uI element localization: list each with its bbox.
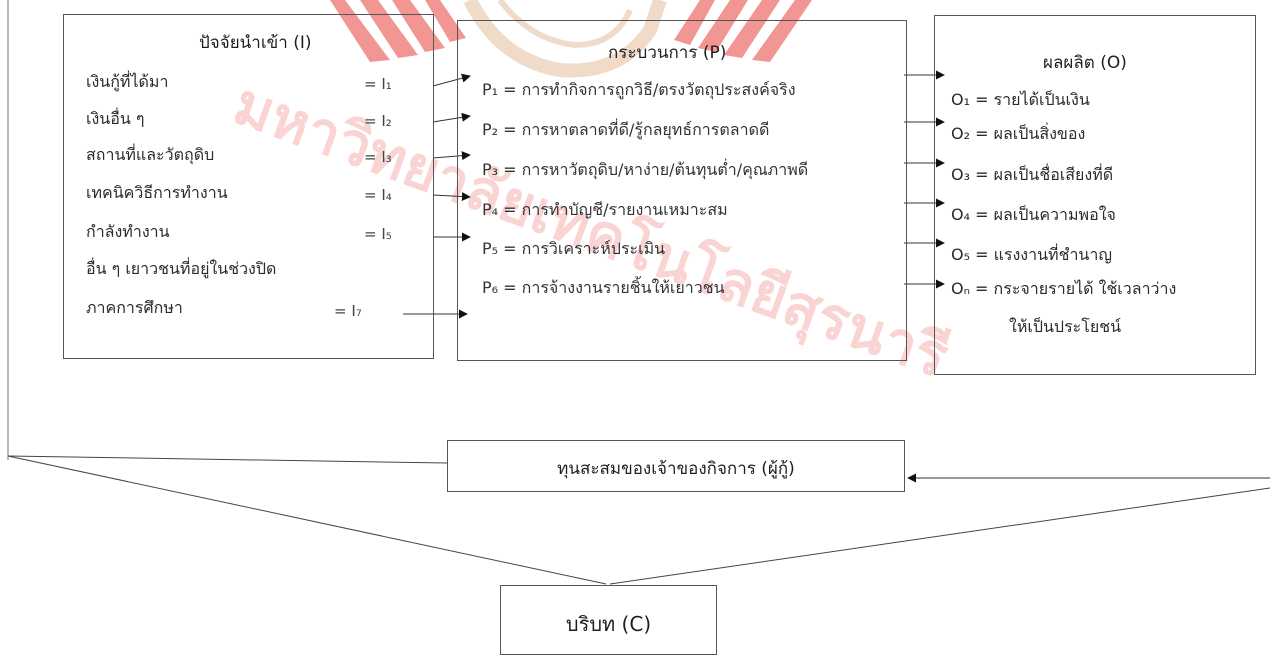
input-item-3-code: = I₃ [364, 148, 392, 166]
process-item-6: P₆ = การจ้างงานรายชิ้นให้เยาวชน [482, 276, 725, 301]
output-title: ผลผลิต (O) [1043, 53, 1127, 73]
input-box: ปัจจัยนำเข้า (I) เงินกู้ที่ได้มา = I₁ เง… [63, 14, 434, 359]
input-item-3-label: สถานที่และวัตถุดิบ [86, 145, 215, 164]
context-box: บริบท (C) [500, 585, 717, 655]
process-item-5-text: = การวิเคราะห์ประเมิน [503, 239, 666, 258]
process-item-2: P₂ = การหาตลาดที่ดี/รู้กลยุทธ์การตลาดดี [482, 118, 769, 143]
input-item-4-label: เทคนิควิธีการทำงาน [86, 183, 228, 202]
input-item-5-label: กำลังทำงาน [86, 222, 170, 241]
process-item-4-text: = การทำบัญชี/รายงานเหมาะสม [503, 200, 728, 219]
output-item-6: Oₙ = กระจายรายได้ ใช้เวลาว่าง [951, 279, 1177, 298]
input-item-1-code: = I₁ [364, 75, 392, 93]
arrow-input-2 [432, 112, 471, 123]
process-item-5-code: P₅ [482, 239, 499, 258]
process-item-6-text: = การจ้างงานรายชิ้นให้เยาวชน [503, 278, 725, 297]
funnel-left-line [7, 455, 607, 585]
input-item-7-label: ภาคการศึกษา [86, 298, 183, 317]
process-item-5: P₅ = การวิเคราะห์ประเมิน [482, 237, 665, 262]
input-item-2-code: = I₂ [364, 112, 392, 130]
context-label: บริบท (C) [565, 612, 652, 636]
input-item-4-code: = I₄ [364, 186, 392, 204]
process-item-2-text: = การหาตลาดที่ดี/รู้กลยุทธ์การตลาดดี [503, 120, 770, 139]
process-item-6-code: P₆ [482, 278, 499, 297]
output-item-2: O₂ = ผลเป็นสิ่งของ [951, 124, 1086, 143]
output-item-1: O₁ = รายได้เป็นเงิน [951, 90, 1090, 109]
process-item-4: P₄ = การทำบัญชี/รายงานเหมาะสม [482, 198, 728, 223]
output-item-3: O₃ = ผลเป็นชื่อเสียงที่ดี [951, 165, 1114, 184]
arrow-input-4 [432, 192, 471, 202]
process-item-1: P₁ = การทำกิจการถูกวิธี/ตรงวัตถุประสงค์จ… [482, 78, 796, 103]
process-item-3-text: = การหาวัตถุดิบ/หาง่าย/ต้นทุนต่ำ/คุณภาพด… [503, 160, 809, 179]
input-item-5-code: = I₅ [364, 225, 392, 243]
input-item-2-label: เงินอื่น ๆ [86, 109, 145, 128]
capital-box: ทุนสะสมของเจ้าของกิจการ (ผู้กู้) [447, 440, 905, 492]
process-item-1-code: P₁ [482, 80, 499, 99]
process-item-4-code: P₄ [482, 200, 499, 219]
input-item-6-label: อื่น ๆ เยาวชนที่อยู่ในช่วงปิด [86, 259, 277, 278]
arrow-input-1 [432, 73, 471, 87]
input-item-1-label: เงินกู้ที่ได้มา [86, 72, 169, 91]
output-box: ผลผลิต (O) O₁ = รายได้เป็นเงิน O₂ = ผลเป… [934, 15, 1256, 375]
output-item-5: O₅ = แรงงานที่ชำนาญ [951, 245, 1112, 264]
process-item-3-code: P₃ [482, 160, 499, 179]
input-item-7-code: = I₇ [334, 302, 362, 320]
input-title: ปัจจัยนำเข้า (I) [199, 33, 312, 53]
capital-label: ทุนสะสมของเจ้าของกิจการ (ผู้กู้) [557, 459, 795, 479]
process-box: กระบวนการ (P) P₁ = การทำกิจการถูกวิธี/ตร… [457, 20, 907, 361]
process-title: กระบวนการ (P) [608, 43, 727, 63]
process-item-1-text: = การทำกิจการถูกวิธี/ตรงวัตถุประสงค์จริง [503, 80, 796, 99]
output-item-4: O₄ = ผลเป็นความพอใจ [951, 205, 1116, 224]
capital-to-left-line [7, 455, 448, 464]
funnel-right-line [609, 487, 1271, 585]
process-item-2-code: P₂ [482, 120, 499, 139]
output-item-6-cont: ให้เป็นประโยชน์ [1009, 317, 1122, 336]
process-item-3: P₃ = การหาวัตถุดิบ/หาง่าย/ต้นทุนต่ำ/คุณภ… [482, 158, 808, 183]
arrow-input-3 [432, 151, 471, 161]
